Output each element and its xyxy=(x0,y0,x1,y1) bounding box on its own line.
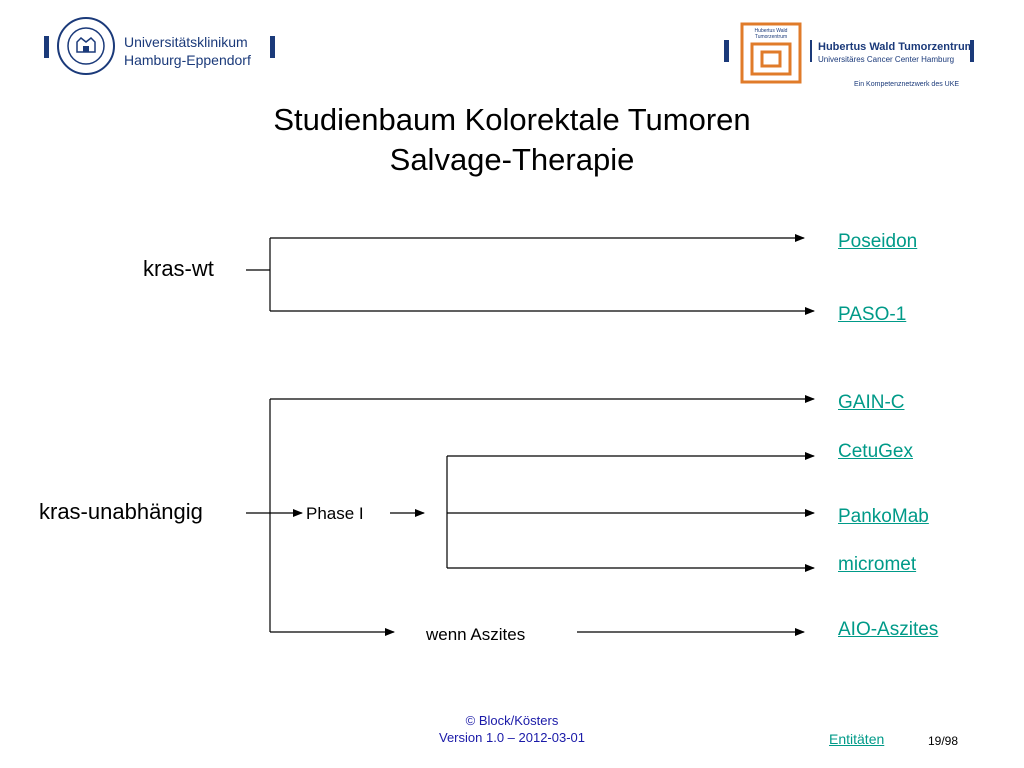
title-line2: Salvage-Therapie xyxy=(389,142,635,177)
study-link-aio-aszites[interactable]: AIO-Aszites xyxy=(838,619,939,640)
hw-name-line1: Hubertus Wald Tumorzentrum xyxy=(818,41,975,53)
hubertus-wald-logo: Hubertus Wald Tumorzentrum Hubertus Wald… xyxy=(724,22,984,92)
hw-name-line2: Universitäres Cancer Center Hamburg xyxy=(818,55,954,64)
study-link-poseidon[interactable]: Poseidon xyxy=(838,231,918,252)
node-kras-wt: kras-wt xyxy=(143,256,214,281)
study-link-pankomab[interactable]: PankoMab xyxy=(838,506,929,527)
logo-bar-left xyxy=(724,40,729,62)
svg-text:Hubertus Wald: Hubertus Wald xyxy=(755,28,788,34)
page-number: 19/98 xyxy=(928,734,959,748)
entitaeten-link[interactable]: Entitäten xyxy=(829,731,885,747)
title-line1: Studienbaum Kolorektale Tumoren xyxy=(273,102,751,137)
node-kras-unabhaengig: kras-unabhängig xyxy=(39,499,203,524)
study-link-gainc[interactable]: GAIN-C xyxy=(838,392,905,413)
study-link-micromet[interactable]: micromet xyxy=(838,554,917,575)
logo-bar-right xyxy=(970,40,974,62)
study-link-paso1[interactable]: PASO-1 xyxy=(838,304,907,325)
study-link-cetugex[interactable]: CetuGex xyxy=(838,441,913,462)
node-phase1: Phase I xyxy=(306,504,364,523)
logo-bar-left xyxy=(44,36,49,58)
node-wenn-aszites: wenn Aszites xyxy=(426,625,526,644)
footer-copyright: © Block/Kösters xyxy=(465,713,559,728)
uke-name-line2: Hamburg-Eppendorf xyxy=(124,52,251,68)
logo-bar-right xyxy=(270,36,275,58)
uke-logo: Universitätsklinikum Hamburg-Eppendorf xyxy=(44,16,284,76)
logo-divider xyxy=(810,40,812,62)
svg-text:Tumorzentrum: Tumorzentrum xyxy=(755,34,787,40)
footer-version: Version 1.0 – 2012-03-01 xyxy=(439,730,585,745)
footer-credits: © Block/Kösters Version 1.0 – 2012-03-01 xyxy=(0,712,1024,746)
page-title: Studienbaum Kolorektale Tumoren Salvage-… xyxy=(0,100,1024,180)
university-seal-icon xyxy=(57,17,115,75)
tumorzentrum-emblem-icon: Hubertus Wald Tumorzentrum xyxy=(740,22,802,84)
uke-name-line1: Universitätsklinikum xyxy=(124,34,248,50)
hw-tagline: Ein Kompetenznetzwerk des UKE xyxy=(854,81,959,88)
